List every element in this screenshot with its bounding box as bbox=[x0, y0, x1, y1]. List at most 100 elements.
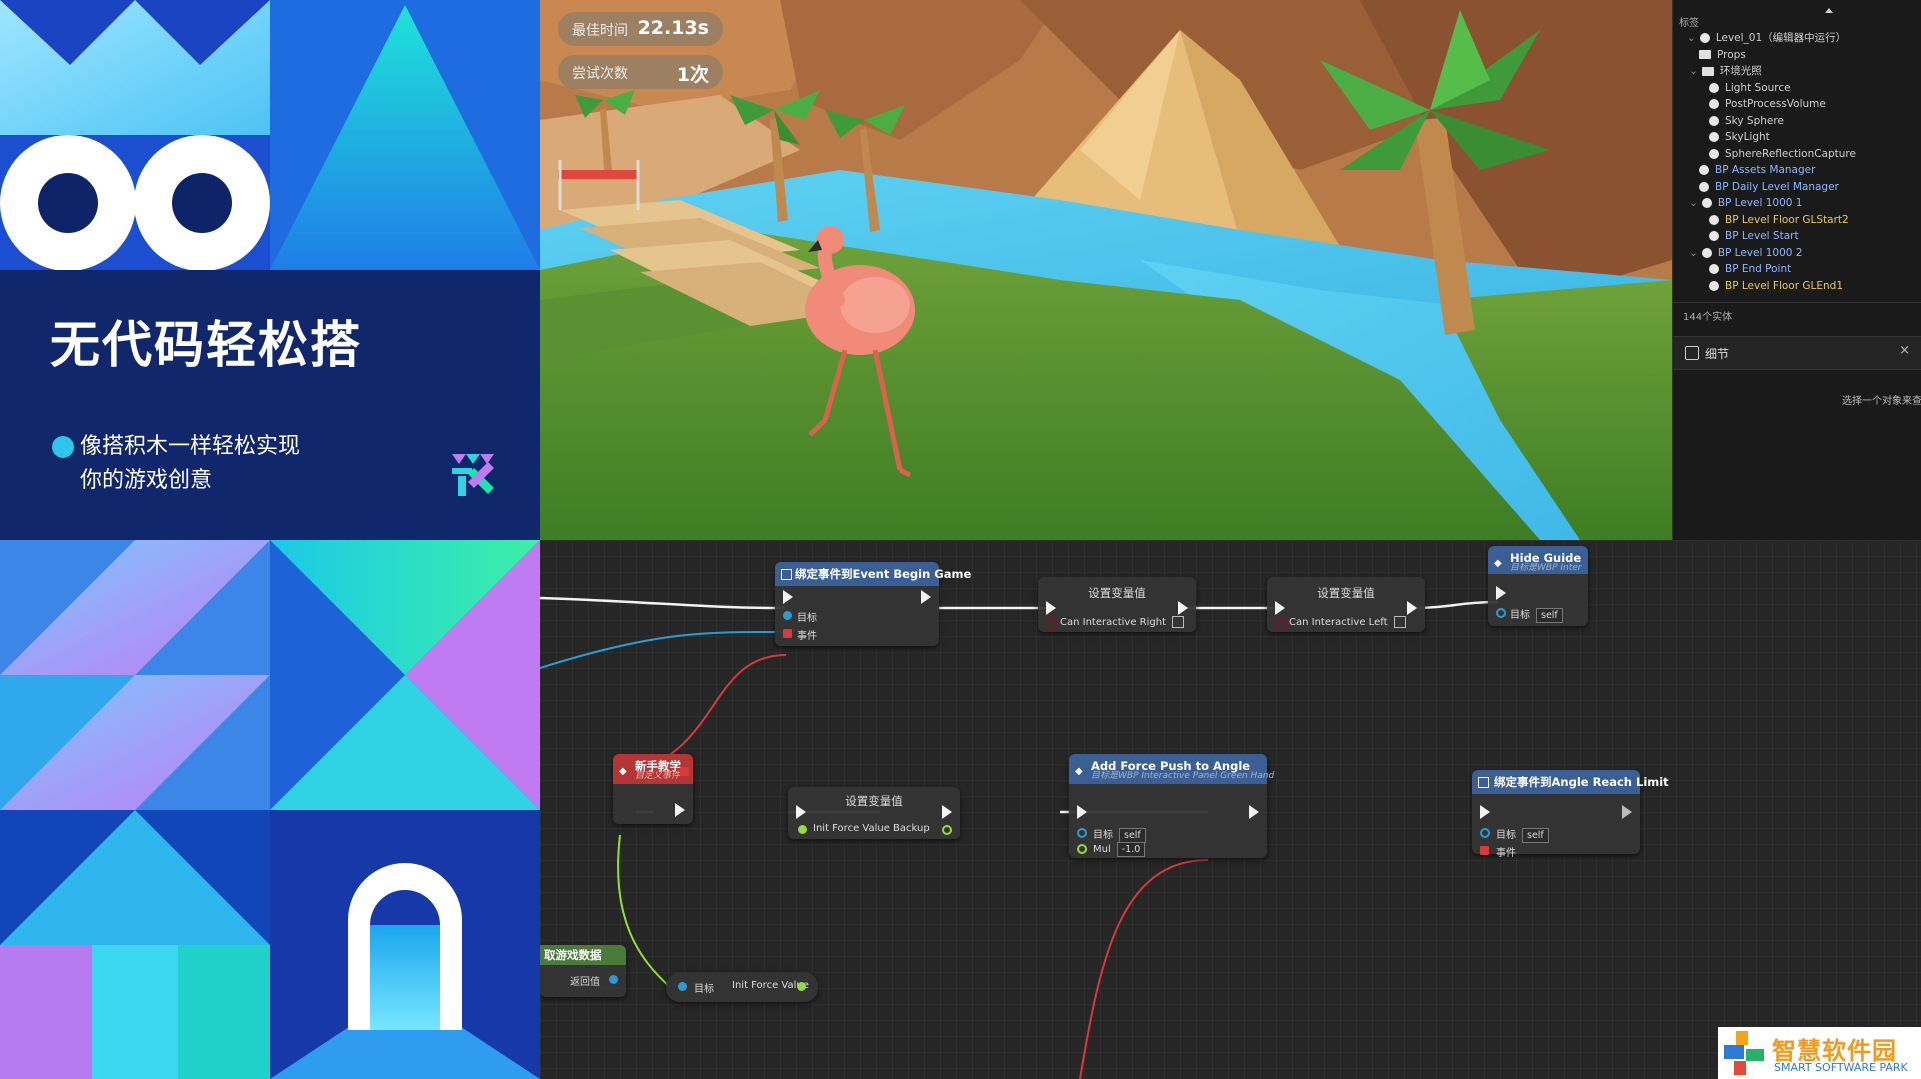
exec-in-pin[interactable] bbox=[796, 805, 806, 819]
outliner-tree[interactable]: ⌄Level_01（编辑器中运行） Props ⌄环境光照 Light Sour… bbox=[1681, 30, 1919, 294]
checkbox[interactable] bbox=[1393, 616, 1406, 628]
best-time-label: 最佳时间 bbox=[572, 23, 628, 39]
float-out-pin[interactable] bbox=[942, 825, 952, 835]
reflection-icon bbox=[1709, 148, 1719, 159]
palm-tree-mid bbox=[575, 90, 905, 232]
promo-subline: 像搭积木一样轻松实现 你的游戏创意 bbox=[80, 434, 301, 493]
target-pin-label: 目标 bbox=[694, 984, 714, 995]
delegate-pin[interactable] bbox=[680, 767, 689, 776]
exec-in-pin[interactable] bbox=[1046, 601, 1056, 615]
node-title: Add Force Push to Angle bbox=[1091, 759, 1251, 773]
exec-out-pin[interactable] bbox=[921, 590, 931, 604]
mul-pin[interactable] bbox=[1077, 844, 1087, 854]
outliner-item-end-point[interactable]: BP End Point bbox=[1681, 261, 1919, 278]
pin-label: Init Force Value Backup bbox=[813, 823, 930, 834]
exec-out-pin[interactable] bbox=[1622, 805, 1632, 819]
collapse-up-icon[interactable] bbox=[1825, 8, 1833, 13]
float-out-pin[interactable] bbox=[797, 982, 806, 991]
exec-in-pin[interactable] bbox=[1480, 805, 1490, 819]
return-pin[interactable] bbox=[609, 975, 618, 984]
outliner-item-lighting[interactable]: ⌄环境光照 bbox=[1689, 65, 1762, 77]
exec-in-pin[interactable] bbox=[1077, 805, 1087, 819]
node-set-can-interactive-left[interactable]: 设置变量值 Can Interactive Left bbox=[1267, 577, 1425, 632]
exec-in-pin[interactable] bbox=[1496, 586, 1506, 600]
outliner-item-level[interactable]: ⌄Level_01（编辑器中运行） bbox=[1687, 32, 1847, 44]
node-title: 设置变量值 bbox=[1317, 586, 1375, 600]
outliner-item-level-1000-2[interactable]: ⌄BP Level 1000 2 bbox=[1689, 246, 1803, 259]
attempts-label: 尝试次数 bbox=[572, 66, 628, 82]
outliner-item-light-source[interactable]: Light Source bbox=[1681, 80, 1919, 97]
blueprint-icon bbox=[1709, 214, 1719, 225]
outliner-item-level-1000-1[interactable]: ⌄BP Level 1000 1 bbox=[1689, 197, 1803, 209]
exec-out-pin[interactable] bbox=[1178, 601, 1188, 615]
target-pin-label: 目标 bbox=[797, 613, 817, 624]
return-pin-label: 返回值 bbox=[570, 977, 600, 988]
exec-out-pin[interactable] bbox=[942, 805, 952, 819]
blueprint-icon bbox=[1709, 231, 1719, 241]
exec-out-pin[interactable] bbox=[1407, 601, 1417, 615]
checkbox[interactable] bbox=[1172, 616, 1185, 628]
function-node-icon: ◆ bbox=[1494, 558, 1502, 569]
watermark: 智慧软件园 SMART SOFTWARE PARK bbox=[1718, 1027, 1921, 1079]
attempts-hud: 尝试次数 1次 bbox=[558, 55, 723, 89]
outliner-item-level-start[interactable]: BP Level Start bbox=[1681, 228, 1919, 245]
node-get-init-force-value[interactable]: 目标 Init Force Value bbox=[666, 972, 818, 1002]
blueprint-graph[interactable]: 绑定事件到Event Begin Game 目标 事件 设置变量值 Can In… bbox=[540, 540, 1921, 1079]
event-pin[interactable] bbox=[783, 629, 792, 638]
blueprint-icon bbox=[1709, 264, 1719, 274]
promo-headline: 无代码轻松搭 bbox=[50, 316, 362, 374]
details-tab[interactable]: 细节 × bbox=[1673, 336, 1921, 370]
node-title: 设置变量值 bbox=[1088, 586, 1146, 600]
pin-label: Can Interactive Right bbox=[1060, 616, 1185, 628]
target-pin[interactable] bbox=[1480, 828, 1490, 838]
bool-pin[interactable] bbox=[1047, 618, 1058, 629]
outliner-item-sky-sphere[interactable]: Sky Sphere bbox=[1681, 113, 1919, 130]
node-subtitle: 自定义事件 bbox=[635, 771, 681, 781]
event-pin[interactable] bbox=[1480, 846, 1489, 855]
palm-tree-right bbox=[1320, 10, 1550, 335]
exec-in-pin[interactable] bbox=[783, 590, 793, 604]
outliner-item-floor-start[interactable]: BP Level Floor GLStart2 bbox=[1681, 212, 1919, 229]
outliner-item-floor-end[interactable]: BP Level Floor GLEnd1 bbox=[1681, 278, 1919, 295]
outliner-item-props[interactable]: Props bbox=[1681, 47, 1919, 64]
actor-count-label: 144个实体 bbox=[1683, 312, 1733, 323]
node-tutorial-event[interactable]: ◆ 新手教学 自定义事件 bbox=[613, 754, 693, 824]
float-pin[interactable] bbox=[798, 825, 807, 834]
outliner-header-label: 标签 bbox=[1679, 18, 1699, 29]
outliner-item-skylight[interactable]: SkyLight bbox=[1681, 129, 1919, 146]
node-title: 新手教学 bbox=[635, 759, 681, 773]
target-pin[interactable] bbox=[1077, 828, 1087, 838]
bool-pin[interactable] bbox=[1276, 618, 1287, 629]
watermark-en: SMART SOFTWARE PARK bbox=[1774, 1061, 1908, 1074]
outliner-item-daily-manager[interactable]: BP Daily Level Manager bbox=[1681, 179, 1919, 196]
pin-label: Can Interactive Left bbox=[1289, 616, 1406, 628]
game-viewport[interactable]: 最佳时间 22.13s 尝试次数 1次 bbox=[540, 0, 1672, 540]
target-pin[interactable] bbox=[678, 982, 687, 991]
node-bind-event-begin-game[interactable]: 绑定事件到Event Begin Game 目标 事件 bbox=[775, 562, 971, 646]
flamingo-character bbox=[805, 226, 915, 478]
node-add-force-push-to-angle[interactable]: ◆ Add Force Push to Angle 目标是WBP Interac… bbox=[1069, 754, 1274, 858]
exec-in-pin[interactable] bbox=[1275, 601, 1285, 615]
outliner-item-postprocess[interactable]: PostProcessVolume bbox=[1681, 96, 1919, 113]
outliner-item-reflection[interactable]: SphereReflectionCapture bbox=[1681, 146, 1919, 163]
node-get-game-data[interactable]: 取游戏数据 返回值 bbox=[540, 945, 626, 997]
attempts-value: 1次 bbox=[676, 64, 709, 86]
target-pin[interactable] bbox=[1496, 608, 1506, 618]
blueprint-icon bbox=[1701, 198, 1712, 208]
exec-out-pin[interactable] bbox=[675, 803, 685, 817]
target-pin[interactable] bbox=[783, 611, 792, 620]
node-set-can-interactive-right[interactable]: 设置变量值 Can Interactive Right bbox=[1038, 577, 1196, 632]
outliner-item-assets-manager[interactable]: BP Assets Manager bbox=[1681, 162, 1919, 179]
node-set-init-force-backup[interactable]: 设置变量值 Init Force Value Backup bbox=[788, 787, 960, 839]
exec-out-pin[interactable] bbox=[1249, 805, 1259, 819]
volume-icon bbox=[1709, 99, 1719, 109]
node-title: Hide Guide bbox=[1510, 551, 1582, 565]
watermark-logo-icon bbox=[1724, 1031, 1764, 1075]
close-icon[interactable]: × bbox=[1899, 343, 1910, 358]
best-time-value: 22.13s bbox=[637, 17, 709, 39]
event-node-icon bbox=[1478, 777, 1489, 788]
